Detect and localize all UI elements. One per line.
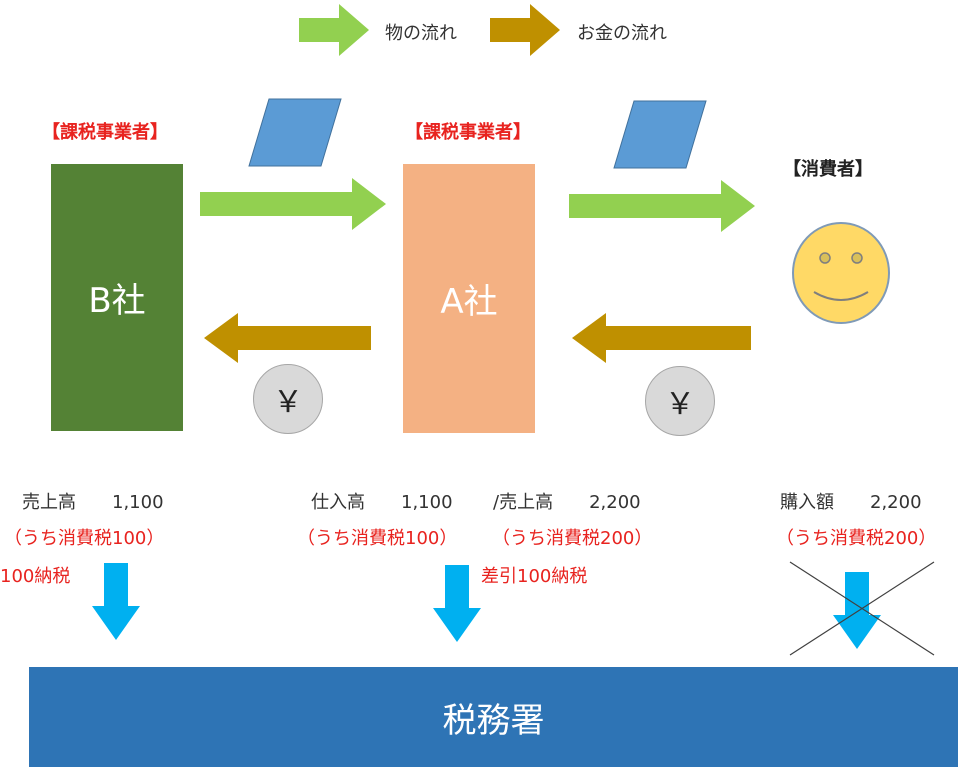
tax-payment-arrow-icon	[92, 563, 140, 640]
b-company-name: B社	[88, 281, 146, 321]
tax-office-box: 税務署	[29, 667, 958, 767]
consumer-role-label: 【消費者】	[783, 159, 873, 180]
legend-goods-label: 物の流れ	[385, 23, 457, 44]
b-sales-amount: 売上高 1,100	[22, 492, 164, 513]
consumer-no-tax-arrow-icon	[833, 572, 881, 649]
b-tax-payment: 100納税	[0, 566, 71, 587]
b-company-box: B社	[51, 164, 183, 431]
consumer-purchase-amount: 購入額 2,200	[780, 492, 922, 513]
yen-symbol: ￥	[665, 387, 695, 422]
a-purchase-tax: （うち消費税100）	[297, 528, 458, 549]
cross-out-icon	[789, 561, 935, 656]
legend-goods-arrow-icon	[299, 4, 369, 56]
yen-symbol: ￥	[273, 385, 303, 420]
invoice-icon	[248, 98, 342, 167]
tax-payment-arrow-icon	[433, 565, 481, 642]
tax-office-label: 税務署	[442, 700, 545, 741]
a-tax-payment: 差引100納税	[481, 566, 588, 587]
legend-money-arrow-icon	[490, 4, 560, 56]
b-sales-tax: （うち消費税100）	[4, 528, 165, 549]
money-flow-arrow-icon	[572, 313, 751, 363]
consumer-smiley-icon	[792, 222, 890, 324]
coin-icon: ￥	[253, 364, 323, 434]
a-company-role-label: 【課税事業者】	[405, 122, 531, 143]
invoice-icon	[613, 100, 707, 169]
b-company-role-label: 【課税事業者】	[42, 122, 168, 143]
money-flow-arrow-icon	[204, 313, 371, 363]
a-company-name: A社	[440, 282, 498, 322]
goods-flow-arrow-icon	[200, 178, 386, 230]
consumer-tax: （うち消費税200）	[776, 528, 937, 549]
a-sales-amount: /売上高 2,200	[493, 492, 641, 513]
a-purchase-amount: 仕入高 1,100	[311, 492, 453, 513]
goods-flow-arrow-icon	[569, 180, 755, 232]
a-sales-tax: （うち消費税200）	[492, 528, 653, 549]
legend-money-label: お金の流れ	[577, 23, 667, 44]
coin-icon: ￥	[645, 366, 715, 436]
a-company-box: A社	[403, 164, 535, 433]
